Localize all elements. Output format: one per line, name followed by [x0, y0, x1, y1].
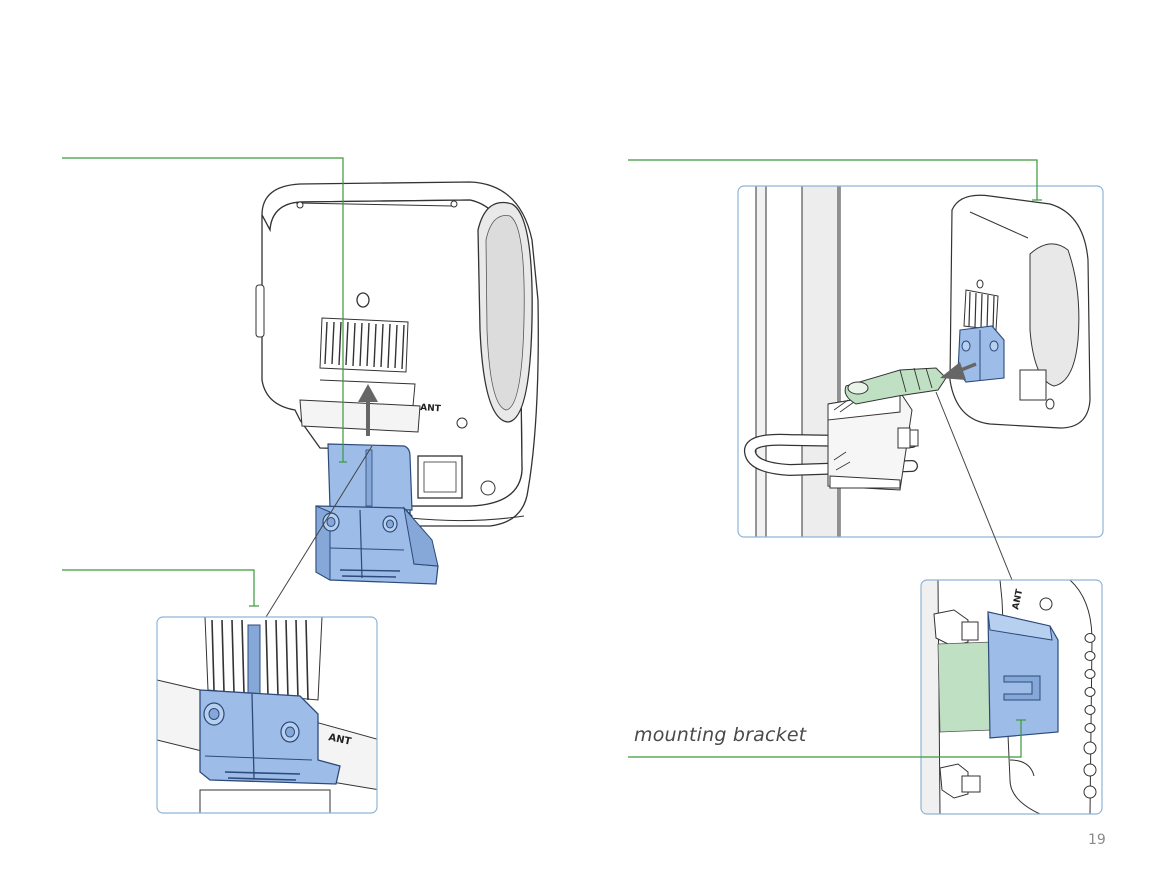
mounting-bracket-callout: mounting bracket — [634, 724, 806, 746]
inset-pole-mount — [738, 186, 1103, 537]
page-number: 19 — [1088, 832, 1106, 848]
ant-label: ANT — [420, 403, 442, 414]
inset-bracket-slot-closeup: ANT — [921, 580, 1102, 814]
device-rear-illustration: ANT — [256, 182, 538, 584]
inset-bracket-closeup: ANT — [157, 617, 380, 813]
